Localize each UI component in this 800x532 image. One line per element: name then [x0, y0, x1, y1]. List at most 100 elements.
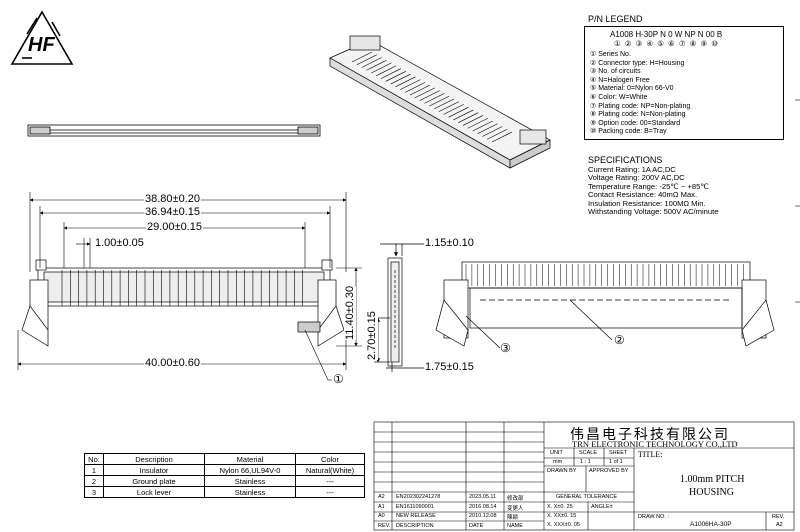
pin-line	[487, 128, 508, 140]
pin-line	[409, 84, 431, 96]
section-view	[435, 261, 775, 349]
revision-cell: EN202302241278	[396, 494, 441, 500]
title-line-2: HOUSING	[689, 487, 734, 498]
callout-3: ③	[500, 341, 511, 355]
tolerance-3: X. XXX±0. 05	[547, 522, 580, 528]
rev-label: REV.	[772, 514, 785, 520]
pin-line	[385, 71, 406, 82]
dim-pitch: 1.00±0.05	[94, 237, 145, 249]
dim-height: 11.40±0.30	[344, 285, 356, 340]
pin-line	[366, 60, 387, 71]
revision-cell: REV.	[378, 522, 391, 529]
callout-1: ①	[333, 372, 344, 386]
dim-total-length: 40.00±0.60	[144, 357, 201, 369]
legend-item: ④ N=Halogen Free	[590, 76, 650, 84]
bom-cell: Stainless	[204, 486, 296, 498]
pin-line	[491, 131, 513, 143]
revision-cell: 陳颖	[507, 515, 519, 522]
bom-header: No.	[84, 453, 104, 465]
rev-value: A2	[776, 522, 783, 528]
title-line-1: 1.00mm PITCH	[680, 474, 745, 485]
revision-cell: DATE	[469, 522, 484, 529]
revision-cell: A2	[378, 494, 385, 500]
spec-item: Current Rating: 1A AC,DC	[588, 165, 676, 174]
pin-line	[404, 82, 426, 93]
bom-header: Color	[295, 453, 365, 465]
dim-side-height: 2.70±0.15	[366, 311, 378, 360]
legend-item: ① Series No.	[590, 51, 631, 58]
legend-item: ⑨ Option code: 00=Standard	[590, 119, 681, 127]
revision-cell: DESCRIPTION	[396, 522, 434, 529]
legend-item: ⑦ Plating code: NP=Non-plating	[590, 102, 691, 110]
pin-line	[400, 79, 421, 90]
bom-cell: ---	[295, 475, 365, 487]
pin-line	[380, 68, 402, 79]
side-view	[374, 243, 430, 372]
draw-no-value: A1006HA-30P	[690, 521, 732, 528]
revision-cell: 修改部	[507, 496, 524, 502]
pin-line	[477, 123, 498, 134]
bom-cell: Ground plate	[103, 475, 205, 487]
sheet-value: 1 of 1	[609, 459, 623, 465]
title-block	[373, 421, 795, 531]
legend-item: ⑤ Material: 0=Nylon 66-V0	[590, 85, 674, 93]
revision-cell: A0	[378, 513, 385, 520]
tolerance-label: GENERAL TOLERANCE	[556, 494, 618, 500]
company-name-en: TRN ELECTRONIC TECHNOLOGY CO.,LTD	[572, 439, 738, 449]
company-name-cn: 伟昌电子科技有限公司	[570, 427, 730, 443]
legend-item: ⑩ Packing code: B=Tray	[590, 128, 667, 136]
sheet-label: SHEET	[609, 450, 628, 456]
bom-cell: Natural(White)	[295, 464, 365, 476]
pin-line	[433, 98, 455, 110]
legend-digits: ① ② ③ ④ ⑤ ⑥ ⑦ ⑧ ⑨ ⑩	[614, 39, 719, 48]
bom-row: 3 Lock lever Stainless ---	[84, 486, 365, 498]
legend-code: A1008 H-30P N 0 W NP N 00 B	[610, 30, 723, 39]
revision-cell: A1	[378, 503, 385, 510]
pin-line	[351, 51, 373, 63]
spec-item: Voltage Rating: 200V AC,DC	[588, 173, 685, 183]
spec-item: Contact Resistance: 40mΩ Max.	[588, 190, 698, 200]
bom-row: 1 Insulator Nylon 66,UL94V-0 Natural(Whi…	[84, 464, 365, 476]
bom-cell: 3	[84, 486, 104, 498]
pin-line	[429, 95, 450, 107]
dim-side-top: 1.15±0.10	[424, 237, 475, 249]
dim-body-width: 36.94±0.15	[144, 206, 201, 218]
dim-contact-span: 29.00±0.15	[146, 221, 203, 233]
scale-label: SCALE	[579, 450, 598, 456]
approved-by-label: APPROVED BY	[589, 468, 629, 474]
logo-text: HF	[28, 34, 55, 56]
recycle-logo	[10, 10, 74, 65]
pin-line	[390, 73, 411, 85]
pin-line	[371, 62, 392, 74]
pin-line	[453, 109, 474, 121]
pin-line	[448, 106, 469, 118]
title-label: TITLE:	[638, 450, 663, 459]
bom-cell: 1	[84, 464, 104, 476]
callout-2: ②	[614, 333, 625, 347]
bom-cell: 2	[84, 475, 104, 487]
bom-header-row: No. Description Material Color	[84, 453, 365, 465]
pin-line	[361, 57, 382, 68]
draw-no-label: DRAW NO. :	[638, 514, 669, 520]
revision-cell: 2010.12.08	[469, 513, 497, 520]
tolerance-2: X. XX±0. 15	[547, 513, 577, 519]
legend-item: ⑥ Color: W=White	[590, 94, 648, 101]
main-front-view	[21, 259, 345, 347]
pin-line	[419, 90, 440, 101]
pin-line	[482, 126, 503, 137]
spec-item: Withstanding Voltage: 500V AC/minute	[588, 207, 719, 216]
tolerance-1: X. X±0. 25	[547, 504, 573, 510]
pin-line	[438, 101, 460, 112]
angle-label: ANGLE±	[591, 504, 613, 510]
bom-cell: ---	[295, 486, 365, 498]
pin-line	[356, 54, 377, 66]
bom-cell: Nylon 66,UL94V-0	[204, 464, 296, 476]
legend-item: ② Connector type: H=Housing	[590, 59, 685, 67]
revision-cell: 2016.08.14	[469, 503, 497, 510]
isometric-view	[329, 35, 551, 169]
spec-item: Insulation Resistance: 100MΩ Min.	[588, 198, 706, 208]
dim-side-bottom: 1.75±0.15	[424, 361, 475, 373]
revision-cell: NAME	[507, 522, 523, 529]
revision-cell: 2023.05.11	[469, 494, 497, 500]
